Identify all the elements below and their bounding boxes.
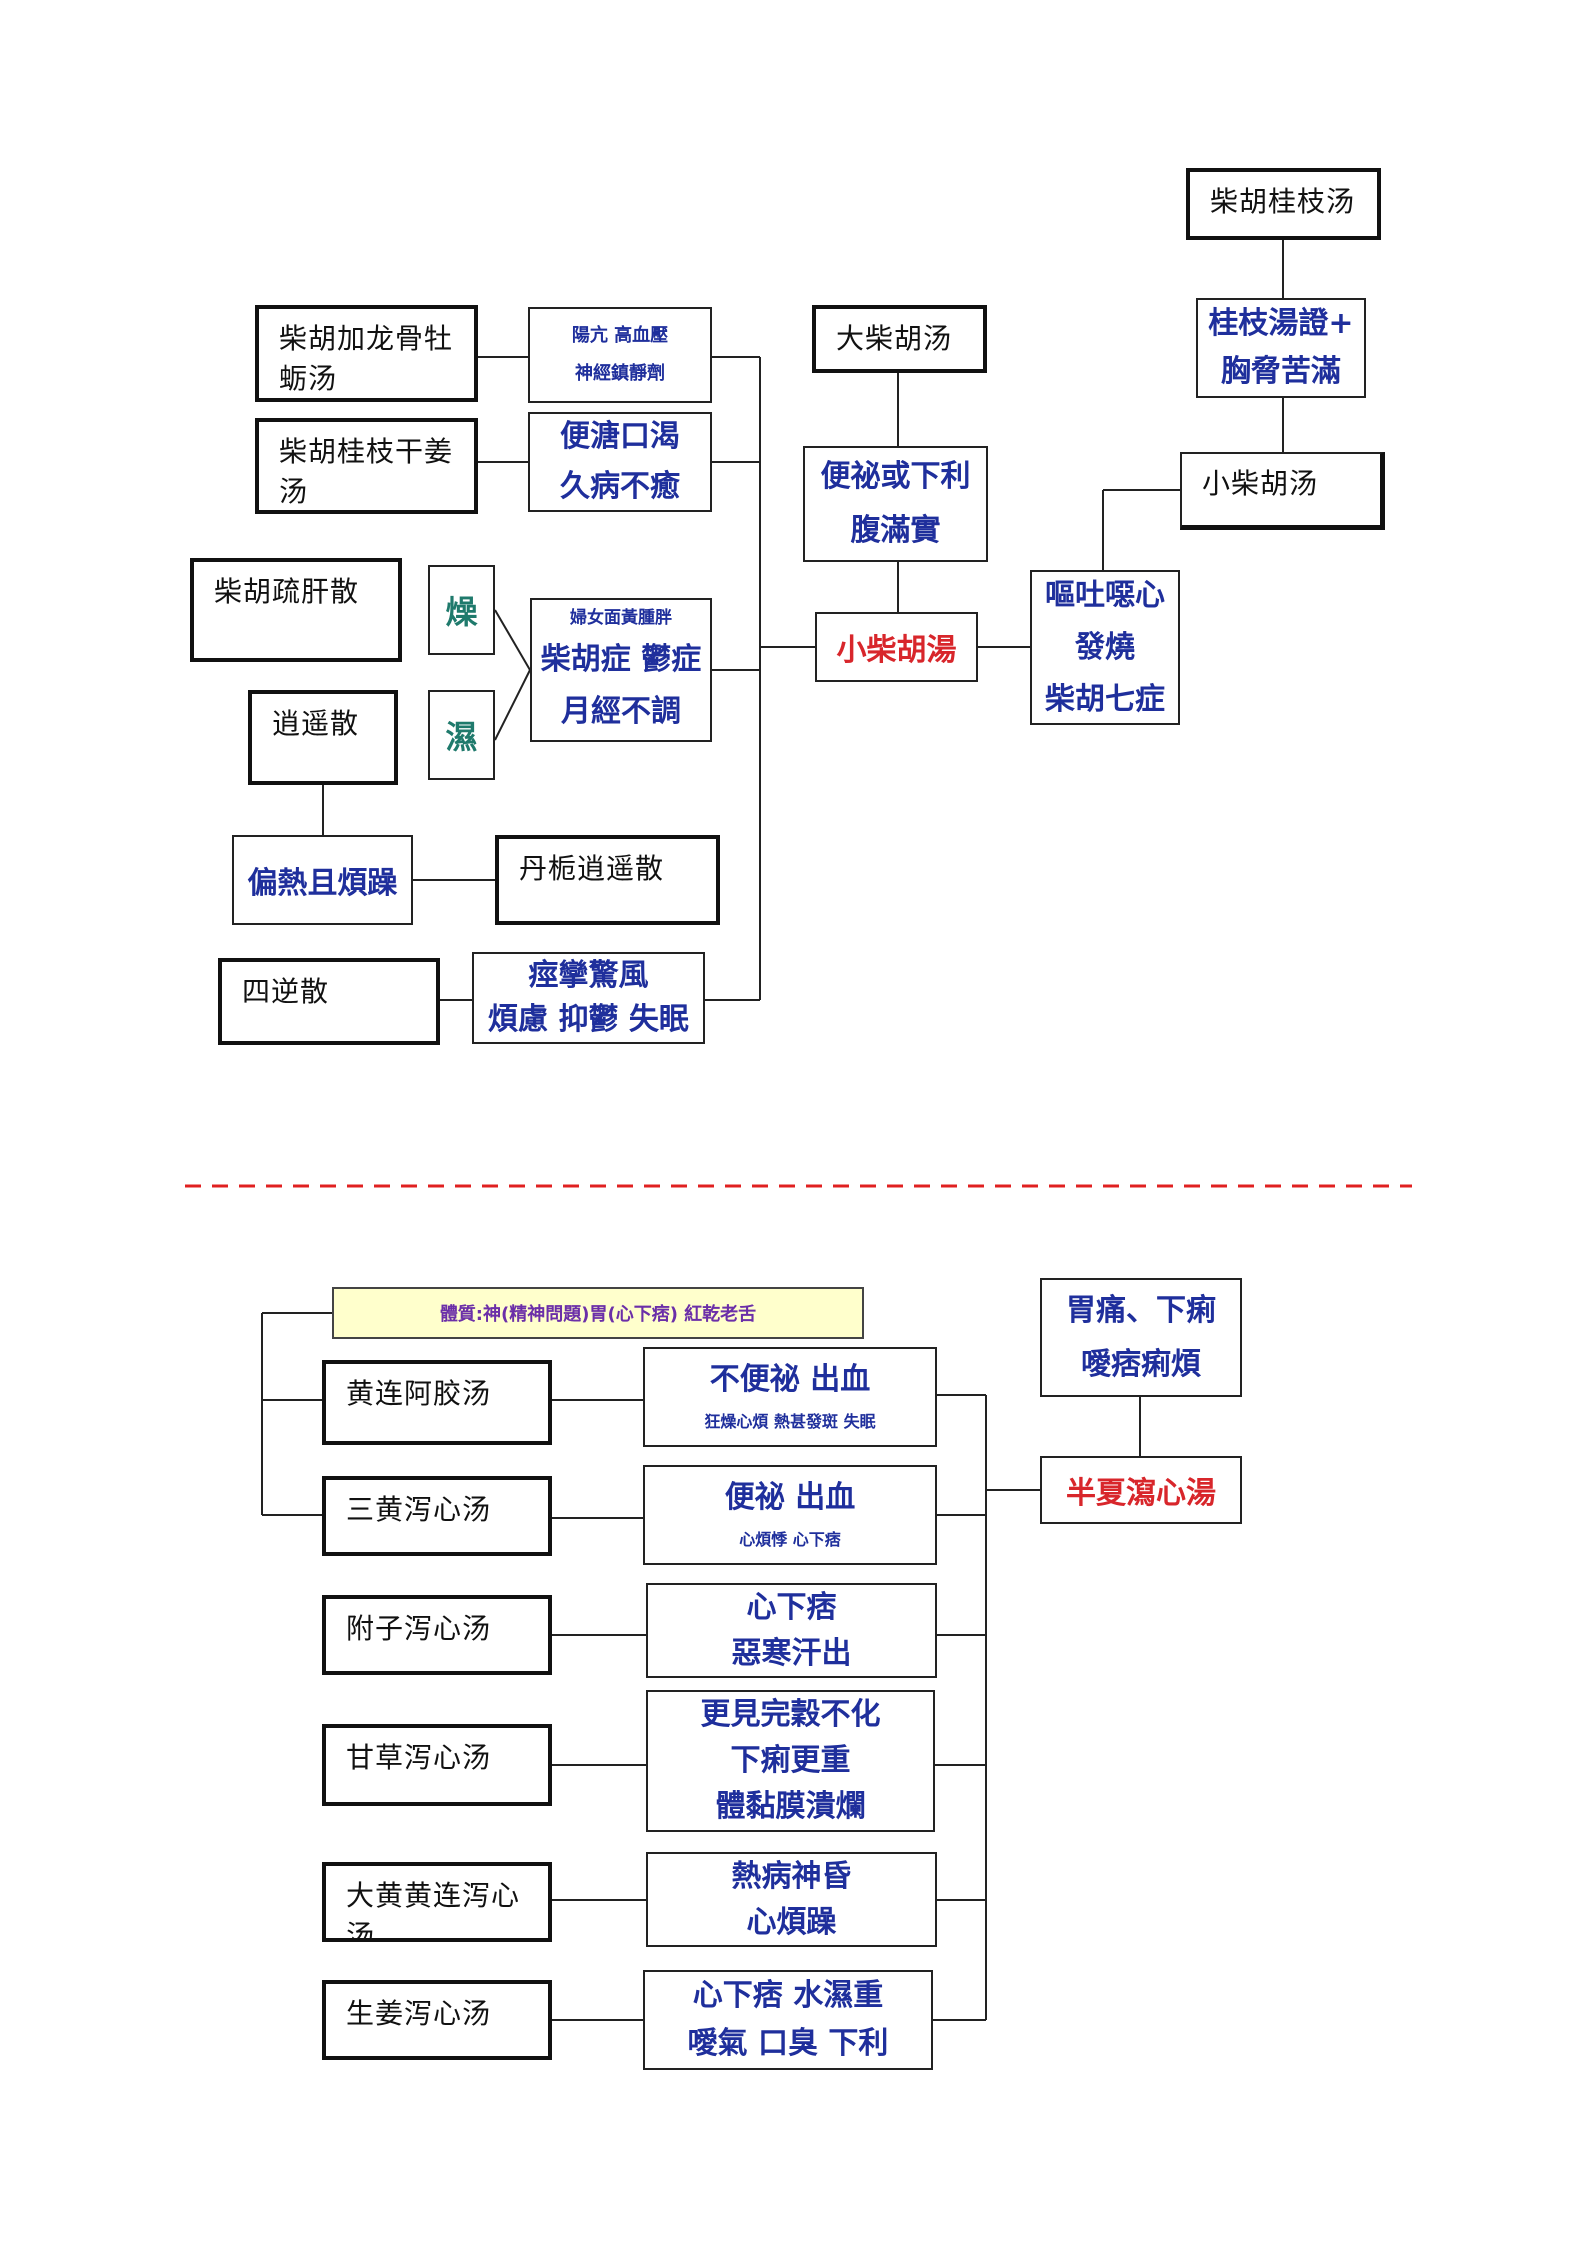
guizhi-zheng-box: 桂枝湯證+ 胸脅苦滿 — [1196, 298, 1366, 398]
fu-note-box: 婦女面黃腫胖 柴胡症 鬱症 月經不調 — [530, 598, 712, 742]
dahuang-label: 大黄黄连泻心汤 — [346, 1879, 521, 1942]
shengjiang-box: 生姜泻心汤 — [322, 1980, 552, 2060]
constitution-label: 體質:神(精神問題)胃(心下痞) 紅乾老舌 — [439, 1304, 757, 1325]
dry-label: 燥 — [445, 593, 478, 631]
gancao-note-line-3: 體黏膜潰爛 — [715, 1789, 866, 1824]
bianbi-box: 便祕或下利 腹滿實 — [803, 446, 988, 562]
huanglian-ejiao-box: 黄连阿胶汤 — [322, 1360, 552, 1445]
pianre-label: 偏熱且煩躁 — [247, 866, 398, 901]
sanhuang-box: 三黄泻心汤 — [322, 1476, 552, 1556]
da-chaihu-tang-box: 大柴胡汤 — [812, 305, 987, 373]
damp-label: 濕 — [445, 718, 478, 756]
sini-label: 四逆散 — [242, 975, 330, 1008]
ganjiang-label: 柴胡桂枝干姜汤 — [279, 435, 454, 508]
fuzi-label: 附子泻心汤 — [346, 1612, 492, 1645]
shengjiang-label: 生姜泻心汤 — [346, 1997, 492, 2030]
gancao-box: 甘草泻心汤 — [322, 1724, 552, 1806]
shugan-box: 柴胡疏肝散 — [190, 558, 402, 662]
dahuang-note-line-1: 熱病神昏 — [731, 1858, 852, 1894]
constitution-banner: 體質:神(精神問題)胃(心下痞) 紅乾老舌 — [332, 1287, 864, 1339]
shengjiang-note-box: 心下痞 水濕重 噯氣 口臭 下利 — [643, 1970, 933, 2070]
longgu-note-box: 陽亢 高血壓 神經鎮靜劑 — [528, 307, 712, 403]
longgu-muli-box: 柴胡加龙骨牡蛎汤 — [255, 305, 478, 402]
dry-box: 燥 — [428, 565, 495, 655]
gancao-note-line-1: 更見完穀不化 — [700, 1697, 881, 1732]
sini-note-box: 痙攣驚風 煩慮 抑鬱 失眠 — [472, 952, 705, 1044]
huanglian-note-line-2: 狂燥心煩 熱甚發斑 失眠 — [704, 1412, 876, 1431]
damp-box: 濕 — [428, 690, 495, 780]
chaihu-guizhi-tang-label: 柴胡桂枝汤 — [1210, 185, 1356, 218]
shengjiang-note-line-1: 心下痞 水濕重 — [692, 1978, 884, 2013]
banxia-xiexin-label: 半夏瀉心湯 — [1066, 1476, 1216, 1511]
shugan-label: 柴胡疏肝散 — [214, 575, 360, 608]
xiao-chaihu-tang-box: 小柴胡汤 — [1180, 452, 1385, 530]
ouhu-line-1: 嘔吐噁心 — [1045, 577, 1165, 613]
guizhi-zheng-line-1: 桂枝湯證+ — [1208, 306, 1354, 341]
da-chaihu-tang-label: 大柴胡汤 — [836, 322, 953, 355]
gancao-note-box: 更見完穀不化 下痢更重 體黏膜潰爛 — [646, 1690, 935, 1832]
huanglian-ejiao-label: 黄连阿胶汤 — [346, 1377, 492, 1410]
longgu-note-line-2: 神經鎮靜劑 — [575, 363, 665, 384]
ganjiang-note-line-2: 久病不癒 — [560, 469, 680, 504]
fu-note-line-2: 柴胡症 鬱症 — [540, 642, 702, 677]
xiaoyao-box: 逍遥散 — [248, 690, 398, 785]
banxia-xiexin-box: 半夏瀉心湯 — [1040, 1456, 1242, 1524]
chaihu-guizhi-tang-box: 柴胡桂枝汤 — [1186, 168, 1381, 240]
sanhuang-label: 三黄泻心汤 — [346, 1493, 492, 1526]
dahuang-note-line-2: 心煩躁 — [746, 1904, 837, 1940]
fuzi-box: 附子泻心汤 — [322, 1595, 552, 1675]
xiaoyao-label: 逍遥散 — [272, 707, 360, 740]
fu-note-line-3: 月經不調 — [561, 694, 681, 729]
longgu-note-line-1: 陽亢 高血壓 — [571, 325, 669, 346]
xiao-chaihu-tang-center-label: 小柴胡湯 — [836, 633, 957, 668]
ouhu-line-3: 柴胡七症 — [1045, 681, 1165, 717]
sini-note-line-2: 煩慮 抑鬱 失眠 — [488, 1002, 689, 1037]
bianbi-line-1: 便祕或下利 — [820, 459, 971, 494]
dahuang-note-box: 熱病神昏 心煩躁 — [646, 1852, 937, 1947]
sanhuang-note-box: 便祕 出血 心煩悸 心下痞 — [643, 1465, 937, 1565]
sini-note-line-1: 痙攣驚風 — [528, 958, 649, 993]
fuzi-note-line-2: 惡寒汗出 — [731, 1635, 852, 1671]
ouhu-line-2: 發燒 — [1075, 629, 1135, 665]
fuzi-note-box: 心下痞 惡寒汗出 — [646, 1583, 937, 1678]
shengjiang-note-line-2: 噯氣 口臭 下利 — [687, 2026, 889, 2061]
huanglian-note-box: 不便祕 出血 狂燥心煩 熱甚發斑 失眠 — [643, 1347, 937, 1447]
ouhu-symptoms-box: 嘔吐噁心 發燒 柴胡七症 — [1030, 570, 1180, 725]
fu-note-line-1: 婦女面黃腫胖 — [570, 608, 672, 628]
longgu-muli-label: 柴胡加龙骨牡蛎汤 — [279, 322, 454, 395]
sini-box: 四逆散 — [218, 958, 440, 1045]
bianbi-line-2: 腹滿實 — [850, 513, 941, 548]
xiao-chaihu-tang-center: 小柴胡湯 — [815, 612, 978, 682]
ganjiang-box: 柴胡桂枝干姜汤 — [255, 418, 478, 514]
xiao-chaihu-tang-label: 小柴胡汤 — [1202, 467, 1319, 500]
danzhi-box: 丹栀逍遥散 — [495, 835, 720, 925]
banxia-note-line-2: 噯痞痢煩 — [1081, 1346, 1201, 1382]
ganjiang-note-box: 便溏口渴 久病不癒 — [528, 412, 712, 512]
danzhi-label: 丹栀逍遥散 — [519, 852, 665, 885]
gancao-label: 甘草泻心汤 — [346, 1741, 492, 1774]
ganjiang-note-line-1: 便溏口渴 — [560, 419, 680, 454]
banxia-note-box: 胃痛、下痢 噯痞痢煩 — [1040, 1278, 1242, 1397]
gancao-note-line-2: 下痢更重 — [730, 1743, 851, 1778]
sanhuang-note-line-1: 便祕 出血 — [724, 1480, 856, 1515]
huanglian-note-line-1: 不便祕 出血 — [709, 1362, 871, 1397]
sanhuang-note-line-2: 心煩悸 心下痞 — [739, 1530, 841, 1549]
banxia-note-line-1: 胃痛、下痢 — [1066, 1292, 1216, 1328]
dahuang-box: 大黄黄连泻心汤 — [322, 1862, 552, 1942]
pianre-box: 偏熱且煩躁 — [232, 835, 413, 925]
guizhi-zheng-line-2: 胸脅苦滿 — [1221, 354, 1341, 389]
fuzi-note-line-1: 心下痞 — [746, 1589, 837, 1625]
